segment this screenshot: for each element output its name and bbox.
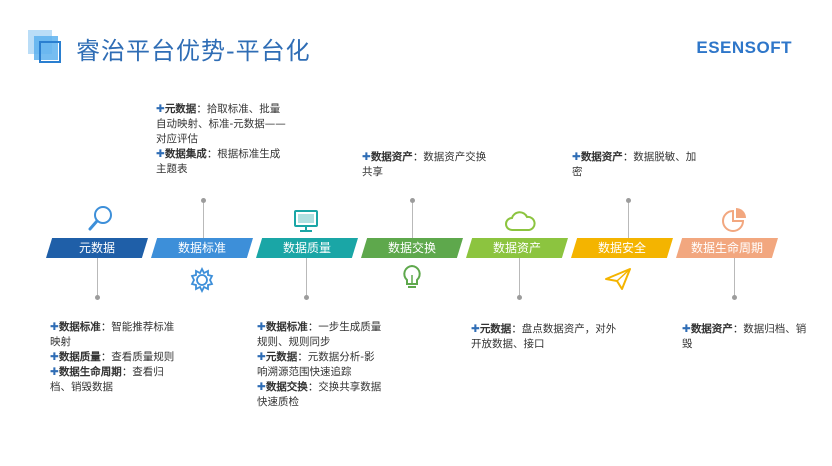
- note-item: ✚数据标准：智能推荐标准映射: [50, 321, 175, 348]
- title-decoration: [28, 30, 62, 64]
- step-metadata: 元数据: [46, 238, 148, 258]
- connector-dot: [732, 295, 737, 300]
- monitor-icon: [294, 210, 318, 232]
- note-top-exchange: ✚数据资产：数据资产交换共享: [362, 150, 490, 180]
- note-item: ✚数据标准：一步生成质量规则、规则同步: [257, 321, 382, 348]
- search-icon: [88, 206, 112, 231]
- note-item: ✚数据资产：数据归档、销毁: [682, 323, 807, 350]
- step-data-exchange: 数据交换: [361, 238, 463, 258]
- brand-logo: ESENSOFT: [696, 38, 792, 57]
- note-top-standard: ✚元数据：拾取标准、批量自动映射、标准-元数据——对应评估 ✚数据集成：根据标准…: [156, 102, 288, 177]
- connector-dot: [95, 295, 100, 300]
- lightbulb-icon: [403, 264, 421, 288]
- note-item: ✚数据生命周期：查看归档、销毁数据: [50, 366, 164, 393]
- step-data-lifecycle: 数据生命周期: [676, 238, 778, 258]
- connector-dot: [410, 198, 415, 203]
- connector-dot: [626, 198, 631, 203]
- note-item: ✚数据交换：交换共享数据快速质检: [257, 381, 382, 408]
- note-item: ✚数据资产：数据脱敏、加密: [572, 151, 697, 178]
- connector-line: [97, 258, 98, 298]
- step-data-quality: 数据质量: [256, 238, 358, 258]
- gear-icon: [190, 266, 214, 294]
- note-item: ✚元数据：拾取标准、批量自动映射、标准-元数据——对应评估: [156, 103, 286, 145]
- cloud-icon: [505, 211, 536, 231]
- connector-line: [628, 200, 629, 238]
- note-bottom-quality: ✚数据标准：一步生成质量规则、规则同步 ✚元数据：元数据分析-影响溯源范围快速追…: [257, 320, 385, 410]
- connector-line: [412, 200, 413, 238]
- connector-dot: [517, 295, 522, 300]
- note-item: ✚数据质量：查看质量规则: [50, 351, 175, 363]
- pie-chart-icon: [722, 208, 746, 232]
- connector-dot: [304, 295, 309, 300]
- connector-dot: [201, 198, 206, 203]
- step-data-standard: 数据标准: [151, 238, 253, 258]
- step-data-security: 数据安全: [571, 238, 673, 258]
- note-item: ✚数据资产：数据资产交换共享: [362, 151, 487, 178]
- connector-line: [519, 258, 520, 298]
- paper-plane-icon: [605, 268, 631, 290]
- note-item: ✚元数据：元数据分析-影响溯源范围快速追踪: [257, 351, 375, 378]
- step-data-asset: 数据资产: [466, 238, 568, 258]
- connector-line: [203, 200, 204, 238]
- note-bottom-lifecycle: ✚数据资产：数据归档、销毁: [682, 322, 814, 352]
- connector-line: [306, 258, 307, 298]
- note-item: ✚数据集成：根据标准生成主题表: [156, 148, 281, 175]
- note-bottom-metadata: ✚数据标准：智能推荐标准映射 ✚数据质量：查看质量规则 ✚数据生命周期：查看归档…: [50, 320, 178, 395]
- connector-line: [734, 258, 735, 298]
- page-title: 睿治平台优势-平台化: [76, 37, 311, 65]
- note-item: ✚元数据：盘点数据资产，对外开放数据、接口: [471, 323, 617, 350]
- note-top-security: ✚数据资产：数据脱敏、加密: [572, 150, 702, 180]
- note-bottom-asset: ✚元数据：盘点数据资产，对外开放数据、接口: [471, 322, 621, 352]
